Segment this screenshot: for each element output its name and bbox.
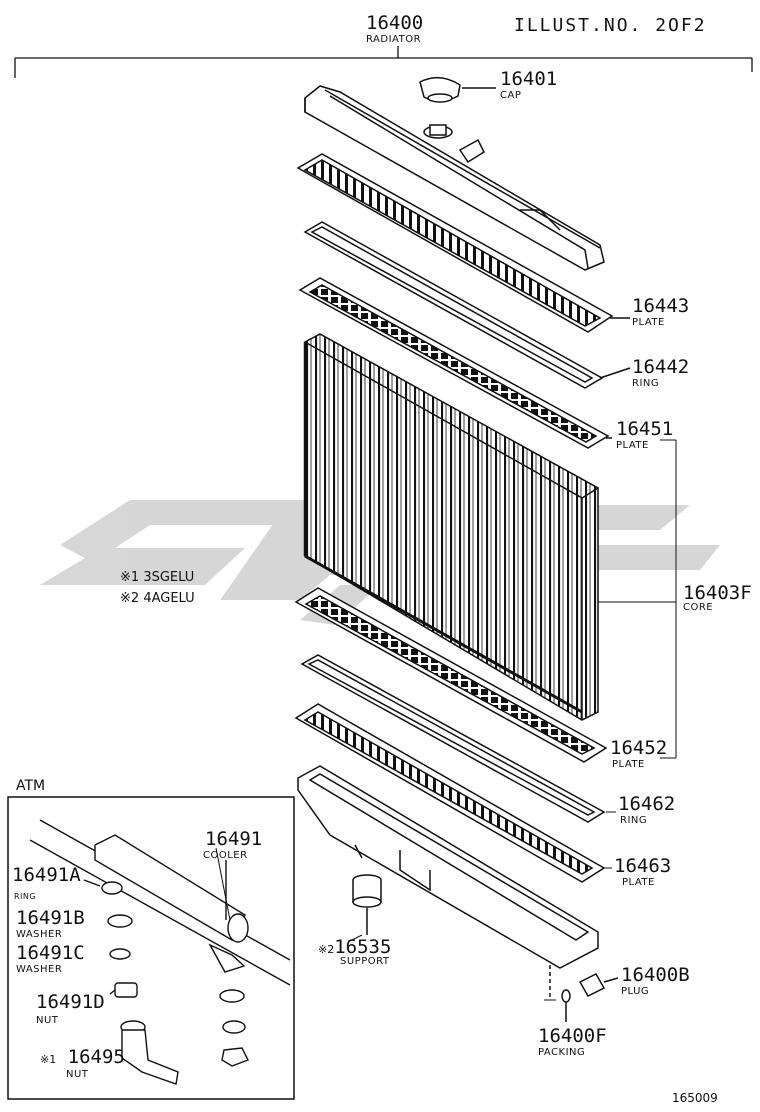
document-number: 165009 — [672, 1091, 718, 1105]
part-16452-name: PLATE — [612, 759, 645, 770]
part-16400f-name: PACKING — [538, 1047, 586, 1058]
part-16495-number: ※1 16495 — [40, 1048, 125, 1067]
part-16491-name: COOLER — [203, 850, 248, 861]
upper-tank-shape — [304, 85, 605, 271]
part-16535-number-text: 16535 — [334, 936, 392, 958]
part-16491d-number: 16491D — [36, 991, 105, 1013]
atm-cooler-shape — [29, 819, 291, 1085]
part-16401-number: 16401 — [500, 68, 558, 90]
part-16442-number: 16442 — [632, 356, 690, 378]
assembly-number: 16400 — [366, 12, 424, 34]
atm-inset-box — [7, 796, 295, 1100]
plate-16452-shape — [294, 587, 608, 763]
part-16495-mark: ※1 — [40, 1053, 57, 1066]
note-1-mark: ※1 — [120, 570, 140, 585]
part-16495-name: NUT — [66, 1069, 89, 1080]
part-16491c-number: 16491C — [16, 942, 85, 964]
part-16491-number: 16491 — [205, 828, 263, 850]
atm-label: ATM — [16, 778, 46, 794]
assembly-bracket — [14, 46, 753, 78]
part-16491c-name: WASHER — [16, 964, 63, 975]
part-16451-name: PLATE — [616, 440, 649, 451]
part-16491a-name: RING — [14, 892, 37, 901]
illustration-number: ILLUST.NO. 2OF2 — [514, 15, 707, 36]
support-16535-shape — [352, 874, 382, 935]
plate-16443-shape — [296, 153, 630, 333]
note-2-mark: ※2 — [120, 591, 140, 606]
part-16491d-name: NUT — [36, 1015, 59, 1026]
part-16451-number: 16451 — [616, 418, 674, 440]
part-16462-name: RING — [620, 815, 648, 826]
part-16491b-name: WASHER — [16, 929, 63, 940]
part-16400f-number: 16400F — [538, 1025, 607, 1047]
plate-16451-shape — [298, 277, 612, 449]
note-1-text: 3SGELU — [143, 570, 195, 585]
ring-16462-shape — [300, 654, 606, 823]
part-16442-name: RING — [632, 378, 660, 389]
part-16535-name: SUPPORT — [340, 956, 390, 967]
assembly-name: RADIATOR — [366, 34, 422, 45]
part-16401-name: CAP — [500, 90, 522, 101]
part-16452-number: 16452 — [610, 737, 668, 759]
cap-16401-shape — [419, 76, 496, 103]
leader-lines — [215, 439, 677, 1001]
part-16535-mark: ※2 — [318, 943, 335, 956]
note-2-text: 4AGELU — [143, 591, 195, 606]
ring-16442-shape — [303, 221, 631, 389]
note-1: ※1 3SGELU — [120, 571, 194, 584]
part-16443-name: PLATE — [632, 317, 665, 328]
part-16403f-name: CORE — [683, 602, 714, 613]
part-16443-number: 16443 — [632, 295, 690, 317]
part-16491a-number: 16491A — [12, 864, 81, 886]
part-16535-number: ※216535 — [318, 938, 391, 957]
part-16463-name: PLATE — [622, 877, 655, 888]
core-16403f-shape — [303, 333, 599, 721]
part-16463-number: 16463 — [614, 855, 672, 877]
part-16495-number-text: 16495 — [67, 1046, 125, 1068]
part-16491b-number: 16491B — [16, 907, 85, 929]
part-16400b-number: 16400B — [621, 964, 690, 986]
note-2: ※2 4AGELU — [120, 592, 195, 605]
part-16462-number: 16462 — [618, 793, 676, 815]
lower-tank-shape — [297, 765, 599, 1000]
plug-16400b-shape — [561, 973, 619, 1022]
part-16403f-number: 16403F — [683, 582, 752, 604]
plate-16463-shape — [294, 703, 606, 883]
part-16400b-name: PLUG — [621, 986, 650, 997]
